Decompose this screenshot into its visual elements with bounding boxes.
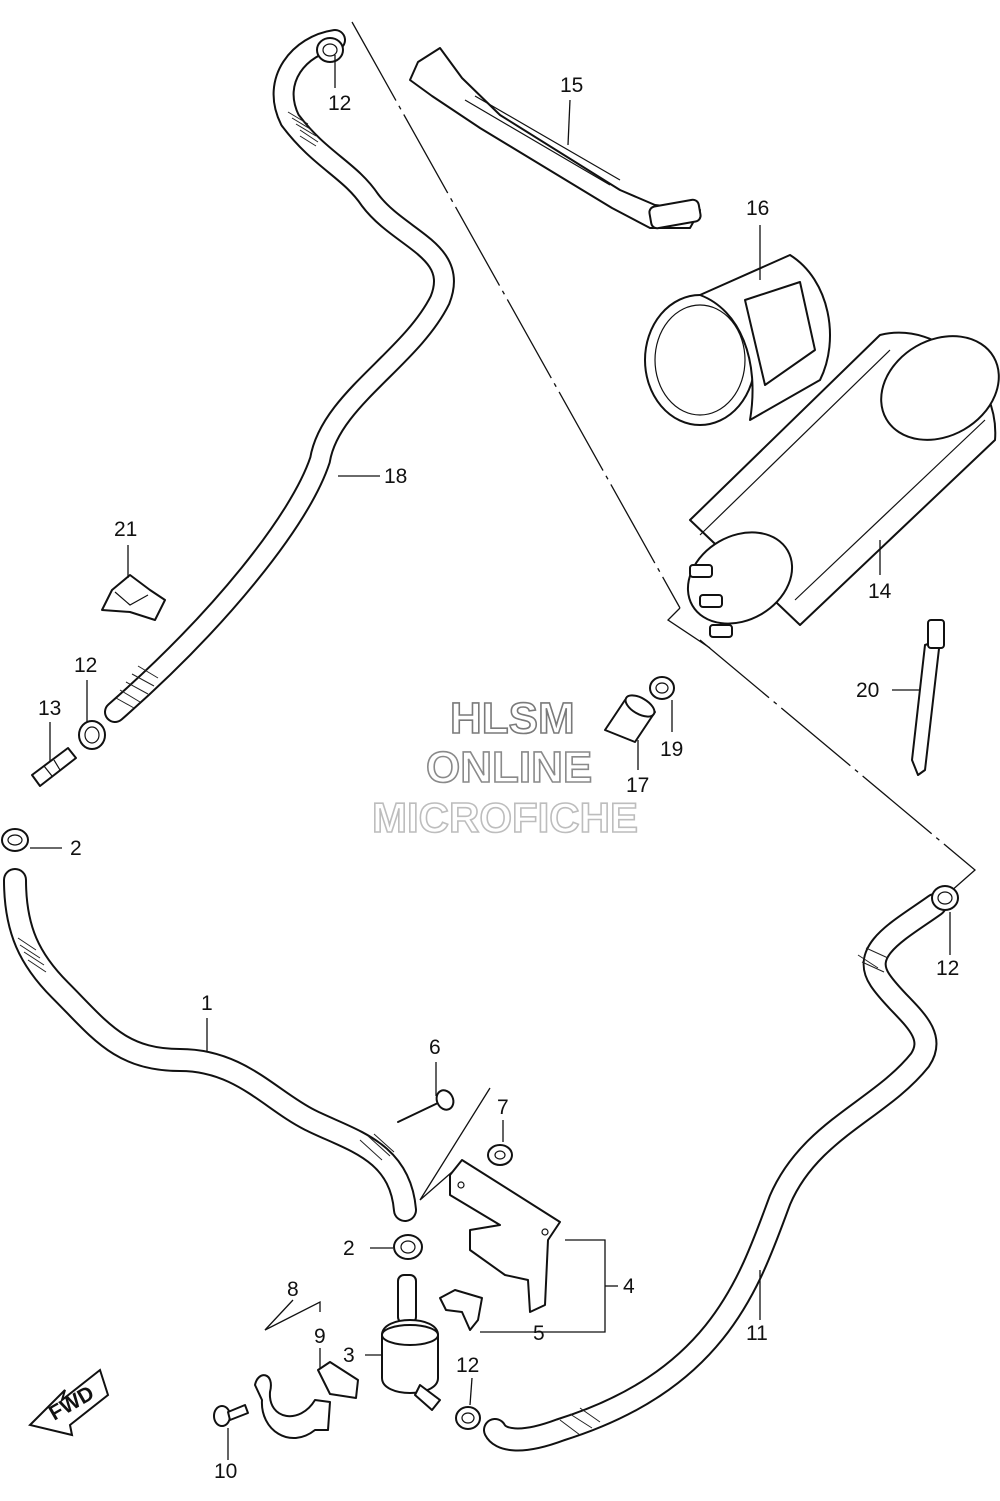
callout-12: 12 <box>936 957 959 980</box>
leader-lines <box>30 55 951 1460</box>
callout-15: 15 <box>560 74 583 97</box>
clamp-5 <box>439 1289 483 1331</box>
callout-5: 5 <box>533 1322 545 1345</box>
callout-1: 1 <box>201 992 213 1015</box>
hose-11 <box>483 893 947 1452</box>
callout-7: 7 <box>497 1096 509 1119</box>
callout-6: 6 <box>429 1036 441 1059</box>
clip-12-top <box>316 37 344 63</box>
callout-20: 20 <box>856 679 879 702</box>
watermark-line-1: HLSM <box>450 694 575 743</box>
hose-1 <box>3 868 417 1222</box>
hose-18 <box>104 29 455 723</box>
callout-18: 18 <box>384 465 407 488</box>
callout-10: 10 <box>214 1460 237 1483</box>
hose-17 <box>604 694 656 743</box>
callout-16: 16 <box>746 197 769 220</box>
callout-12: 12 <box>74 654 97 677</box>
callout-21: 21 <box>114 518 137 541</box>
washer-7 <box>487 1144 513 1166</box>
bolt-10 <box>213 1404 249 1427</box>
clip-2-bottom <box>393 1234 423 1260</box>
fwd-arrow: FWD <box>28 1368 110 1437</box>
valve-3 <box>381 1274 441 1411</box>
callout-13: 13 <box>38 697 61 720</box>
canister-14 <box>686 331 1000 638</box>
clip-19 <box>649 676 675 700</box>
tie-20 <box>911 619 945 776</box>
band-8 <box>254 1374 331 1440</box>
callouts: 12 15 16 18 21 14 12 20 13 19 17 2 12 1 … <box>38 74 959 1483</box>
clip-12-right <box>931 885 959 911</box>
callout-11: 11 <box>746 1322 768 1345</box>
strap-15 <box>409 47 702 230</box>
callout-12: 12 <box>328 92 351 115</box>
callout-9: 9 <box>314 1325 326 1348</box>
callout-3: 3 <box>343 1344 355 1367</box>
guide-lines <box>351 21 976 1201</box>
watermark-line-3: MICROFICHE <box>372 794 638 841</box>
clamp-21 <box>101 574 166 621</box>
bracket-4 <box>449 1159 561 1313</box>
callout-8: 8 <box>287 1278 299 1301</box>
bracket-16 <box>644 254 831 426</box>
callout-2: 2 <box>70 837 82 860</box>
callout-2: 2 <box>343 1237 355 1260</box>
clip-12-left <box>78 720 106 750</box>
watermark-line-2: ONLINE <box>426 743 592 792</box>
callout-4: 4 <box>623 1275 635 1298</box>
fitting-13 <box>31 747 77 787</box>
callout-12: 12 <box>456 1354 479 1377</box>
callout-14: 14 <box>868 580 892 603</box>
clip-2-top <box>1 828 29 852</box>
rivet-6 <box>397 1089 455 1123</box>
watermark: HLSM ONLINE MICROFICHE <box>371 693 639 842</box>
callout-17: 17 <box>626 774 649 797</box>
band-9 <box>317 1361 359 1399</box>
callout-19: 19 <box>660 738 683 761</box>
clip-12-bottom <box>455 1406 481 1430</box>
